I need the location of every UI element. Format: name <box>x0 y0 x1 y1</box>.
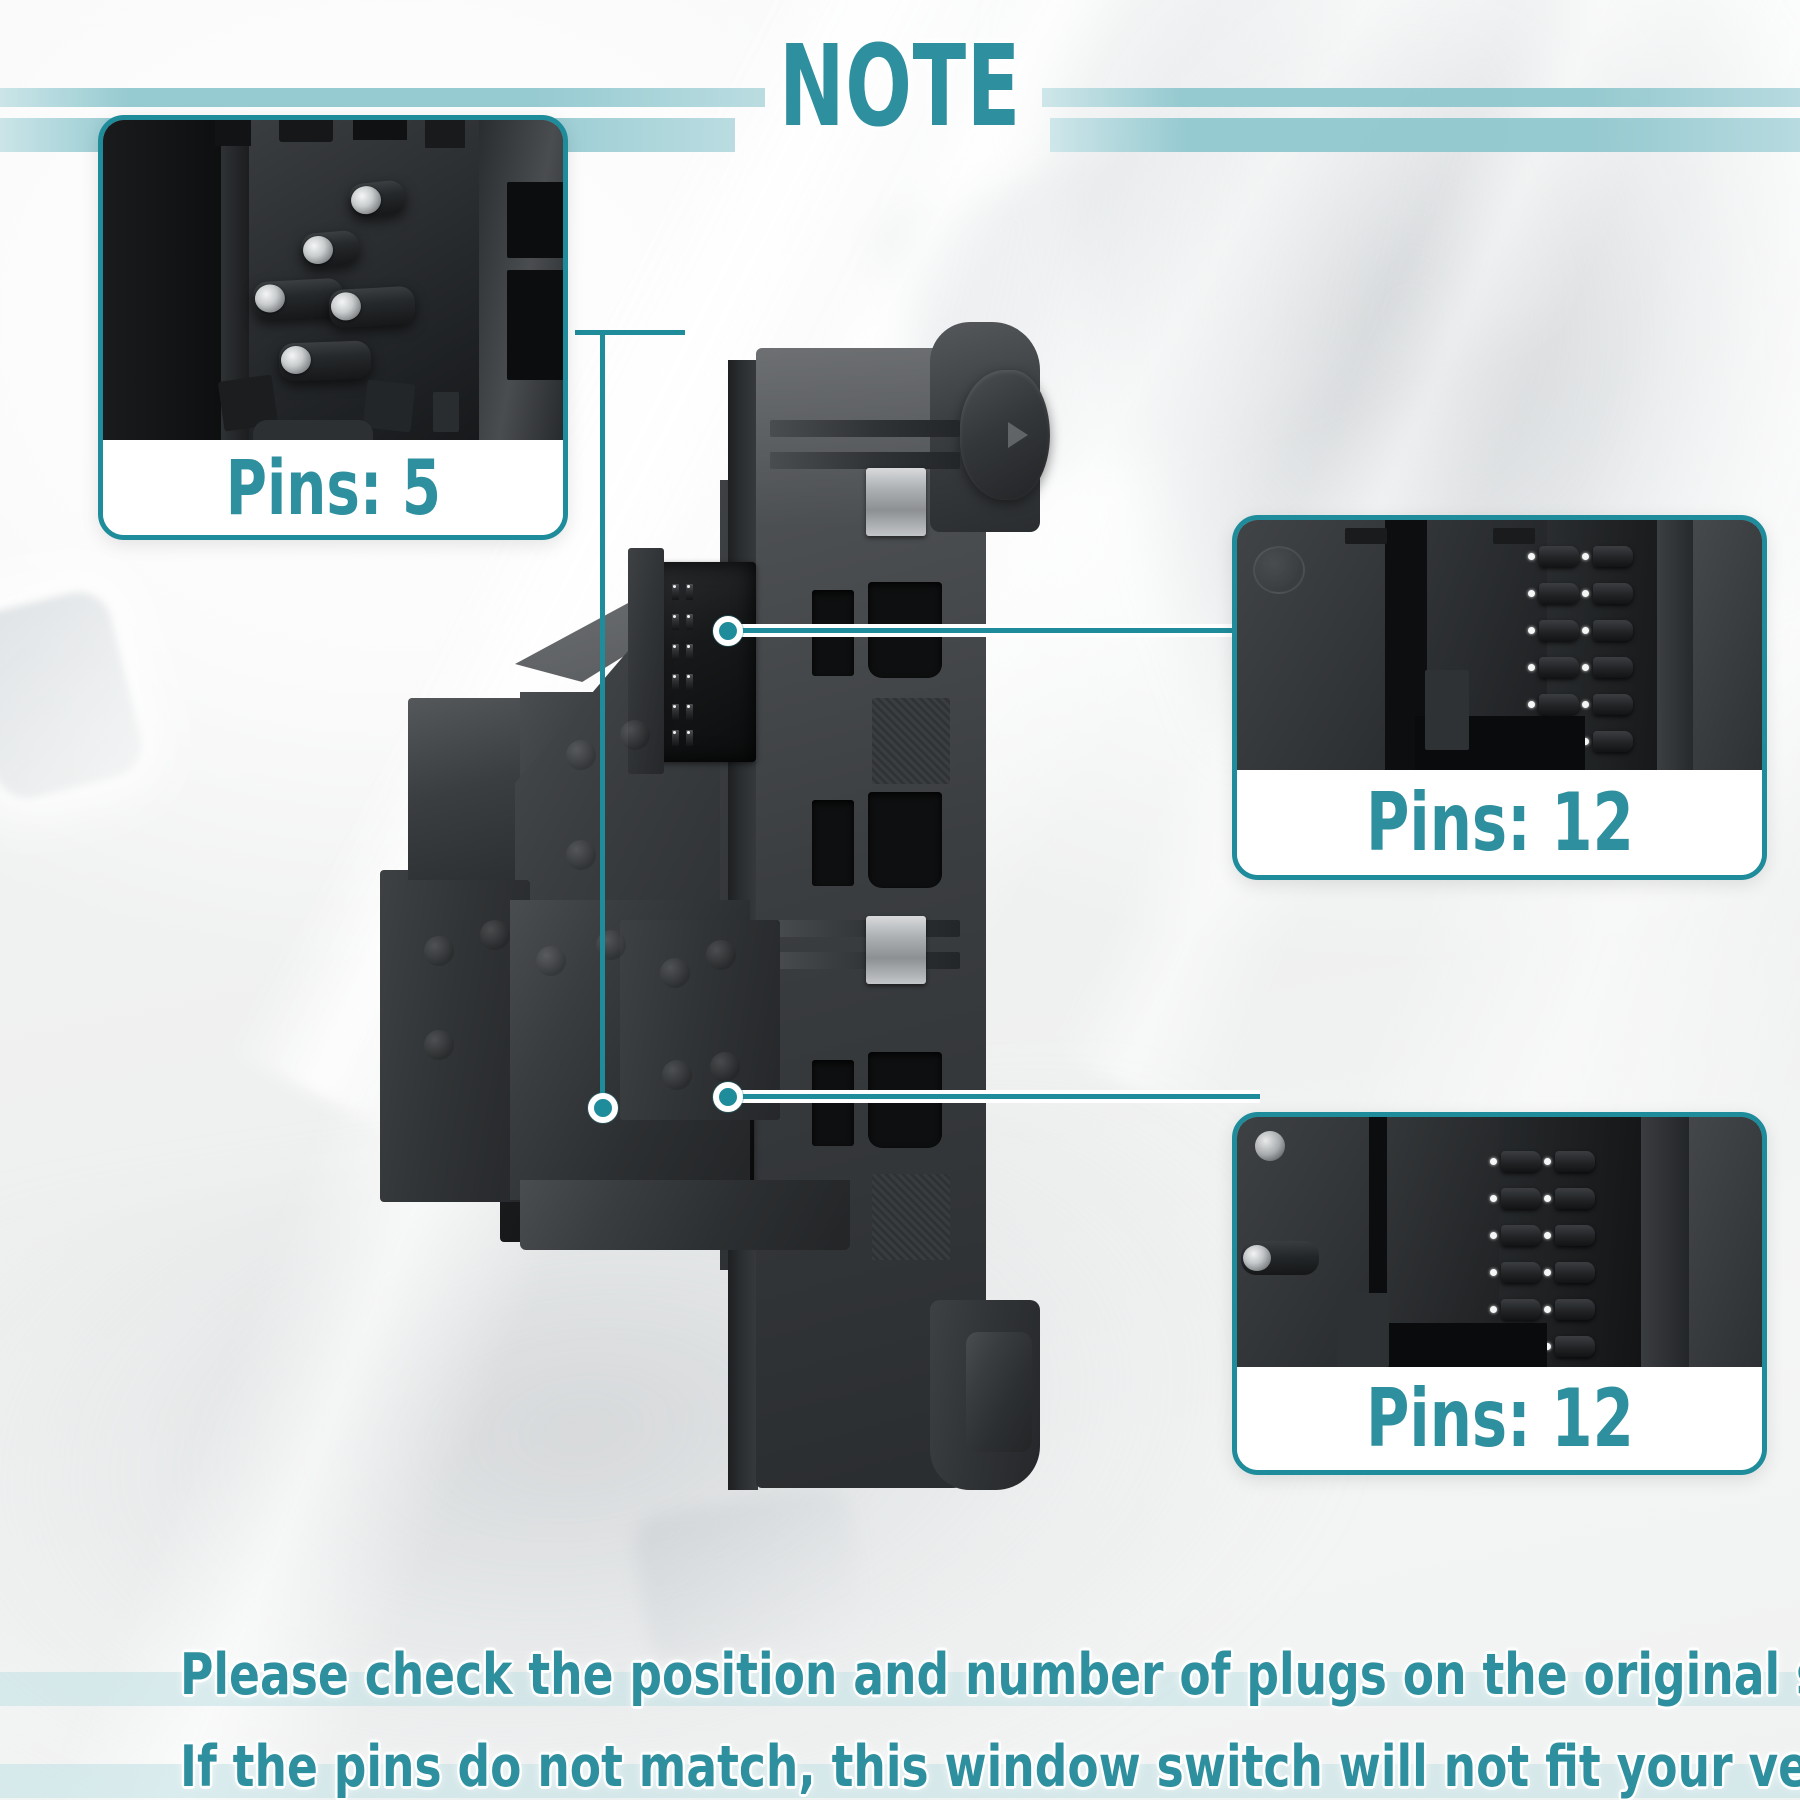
macro-pin <box>278 340 372 382</box>
callout-pins-12-lower-photo <box>1237 1117 1762 1367</box>
footer-band-lower <box>0 1764 1800 1798</box>
header-bar-left-thin <box>0 88 765 107</box>
callout-pins-5-photo <box>103 120 563 450</box>
callout-pins-12-lower-label-band: Pins: 12 <box>1237 1367 1762 1470</box>
product-image-window-switch <box>370 300 1090 1490</box>
footer-text-line-1: Please check the position and number of … <box>180 1642 1800 1708</box>
macro-pin <box>328 285 416 329</box>
callout-pins-12-upper-label: Pins: 12 <box>1365 776 1634 869</box>
retention-clip-upper <box>866 468 926 536</box>
callout-pins-5-label-band: Pins: 5 <box>103 440 563 535</box>
macro-pin <box>299 229 361 269</box>
callout-pins-12-upper-label-band: Pins: 12 <box>1237 770 1762 875</box>
switch-rocker <box>960 370 1050 500</box>
page-title: NOTE <box>778 22 1022 152</box>
callout-pins-12-lower[interactable]: Pins: 12 <box>1232 1112 1767 1475</box>
callout-pins-12-upper[interactable]: Pins: 12 <box>1232 515 1767 880</box>
header-bar-right-thin <box>1042 88 1800 107</box>
callout-pins-12-lower-label: Pins: 12 <box>1365 1372 1634 1465</box>
footer: Please check the position and number of … <box>0 1620 1800 1800</box>
callout-pins-12-upper-photo <box>1237 520 1762 772</box>
footer-text-line-2: If the pins do not match, this window sw… <box>180 1734 1800 1800</box>
callout-pins-5[interactable]: Pins: 5 <box>98 115 568 540</box>
callout-pins-5-label: Pins: 5 <box>225 443 441 532</box>
retention-clip-lower <box>866 916 926 984</box>
footer-band-upper <box>0 1672 1800 1706</box>
header-bar-right-thick <box>1050 118 1800 152</box>
connector-port-12pin-upper <box>648 562 756 762</box>
